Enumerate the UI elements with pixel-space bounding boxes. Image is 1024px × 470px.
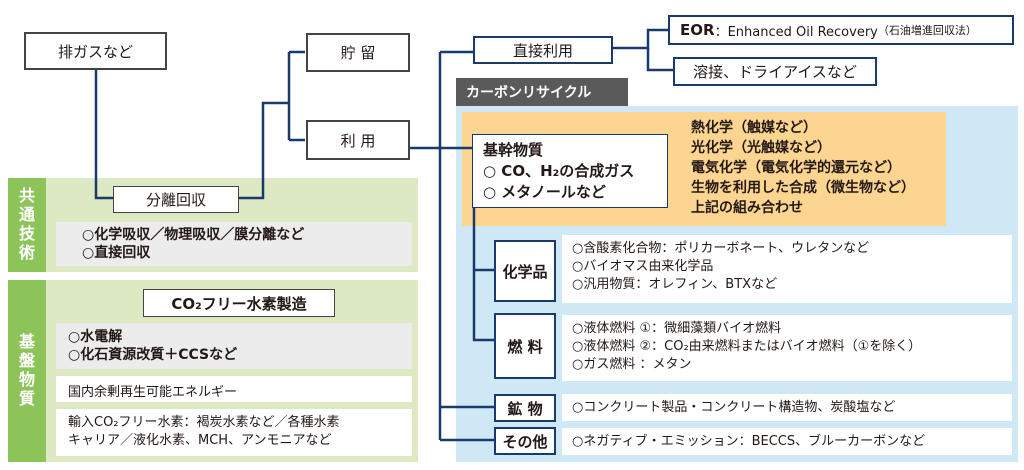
category-label-text: 化学品 xyxy=(502,262,548,281)
category-item: ○含酸素化合物：ポリカーボネート、ウレタンなど xyxy=(572,241,870,256)
category-label-minerals: 鉱 物 xyxy=(494,394,556,422)
basic-material-box: 基幹物質 ○ CO、H₂の合成ガス ○ メタノールなど xyxy=(472,134,668,208)
h2-production-list: ○水電解 ○化石資源改質＋CCSなど xyxy=(56,323,412,369)
category-item: ○ネガティブ・エミッション：BECCS、ブルーカーボンなど xyxy=(572,434,926,449)
eor-note: （石油増進回収法） xyxy=(877,24,977,37)
category-row-other: ○ネガティブ・エミッション：BECCS、ブルーカーボンなど xyxy=(562,428,1012,455)
utilization-label: 利 用 xyxy=(340,131,376,150)
separation-box: 分離回収 xyxy=(113,186,239,213)
category-item: ○液体燃料 ②：CO₂由来燃料またはバイオ燃料（①を除く） xyxy=(572,339,922,354)
carbon-recycle-header: カーボンリサイクル xyxy=(456,78,628,106)
base-material-side-label: 基盤物質 xyxy=(8,280,46,462)
separation-label: 分離回収 xyxy=(145,191,206,209)
exhaust-label: 排ガスなど xyxy=(57,42,133,61)
exhaust-box: 排ガスなど xyxy=(24,32,167,70)
category-label-text: 鉱 物 xyxy=(507,399,543,418)
method-item: 上記の組み合わせ xyxy=(691,200,803,216)
basic-material-title: 基幹物質 xyxy=(483,141,544,159)
methods-list: 熱化学（触媒など） 光化学（光触媒など） 電気化学（電気化学的還元など） 生物を… xyxy=(691,118,951,218)
method-item: 熱化学（触媒など） xyxy=(691,120,817,136)
common-tech-item: ○化学吸収／物理吸収／膜分離など xyxy=(82,227,305,243)
category-label-other: その他 xyxy=(494,427,556,455)
category-item: ○ガス燃料 ：メタン xyxy=(572,357,692,372)
eor-abbrev: EOR xyxy=(680,21,715,39)
category-label-text: その他 xyxy=(502,432,548,451)
category-label-fuel: 燃 料 xyxy=(494,313,556,379)
common-tech-list: ○化学吸収／物理吸収／膜分離など ○直接回収 xyxy=(56,222,412,266)
renewable-box: 国内余剰再生可能エネルギー xyxy=(56,376,412,402)
category-label-text: 燃 料 xyxy=(507,337,543,356)
renewable-text: 国内余剰再生可能エネルギー xyxy=(68,385,238,400)
welding-label: 溶接、ドライアイスなど xyxy=(693,63,857,81)
h2-item: ○化石資源改質＋CCSなど xyxy=(68,347,238,363)
method-item: 生物を利用した合成（微生物など） xyxy=(691,180,915,196)
common-tech-side-label: 共通技術 xyxy=(8,178,46,272)
eor-full-name: ：Enhanced Oil Recovery xyxy=(714,24,878,40)
direct-use-label: 直接利用 xyxy=(512,41,573,60)
import-h2-box: 輸入CO₂フリー水素：褐炭水素など／各種水素 キャリア／液化水素、MCH、アンモ… xyxy=(56,409,412,456)
h2-production-box: CO₂フリー水素製造 xyxy=(143,289,335,317)
import-h2-line: 輸入CO₂フリー水素：褐炭水素など／各種水素 xyxy=(68,415,340,430)
eor-box: EOR ：Enhanced Oil Recovery （石油増進回収法） xyxy=(668,15,1014,45)
h2-item: ○水電解 xyxy=(68,329,123,345)
category-row-fuel: ○液体燃料 ①：微細藻類バイオ燃料 ○液体燃料 ②：CO₂由来燃料またはバイオ燃… xyxy=(562,315,1012,381)
method-item: 電気化学（電気化学的還元など） xyxy=(691,160,901,176)
category-item: ○コンクリート製品・コンクリート構造物、炭酸塩など xyxy=(572,400,896,415)
utilization-box: 利 用 xyxy=(306,120,410,160)
basic-material-item: ○ メタノールなど xyxy=(483,183,606,201)
common-tech-item: ○直接回収 xyxy=(82,245,151,261)
import-h2-line: キャリア／液化水素、MCH、アンモニアなど xyxy=(68,433,332,448)
category-label-chemicals: 化学品 xyxy=(494,240,556,302)
category-item: ○液体燃料 ①：微細藻類バイオ燃料 xyxy=(572,321,782,336)
common-tech-side-text: 共通技術 xyxy=(19,186,36,262)
carbon-recycle-title: カーボンリサイクル xyxy=(466,85,592,101)
storage-box: 貯 留 xyxy=(306,33,410,72)
category-row-minerals: ○コンクリート製品・コンクリート構造物、炭酸塩など xyxy=(562,394,1012,421)
basic-material-item: ○ CO、H₂の合成ガス xyxy=(483,162,635,180)
storage-label: 貯 留 xyxy=(340,44,376,62)
category-item: ○バイオマス由来化学品 xyxy=(572,259,714,274)
welding-box: 溶接、ドライアイスなど xyxy=(673,57,877,86)
method-item: 光化学（光触媒など） xyxy=(691,140,831,156)
base-material-side-text: 基盤物質 xyxy=(19,332,36,408)
h2-production-title: CO₂フリー水素製造 xyxy=(171,294,307,313)
category-row-chemicals: ○含酸素化合物：ポリカーボネート、ウレタンなど ○バイオマス由来化学品 ○汎用物… xyxy=(562,235,1012,303)
direct-use-box: 直接利用 xyxy=(473,36,613,64)
category-item: ○汎用物質：オレフィン、BTXなど xyxy=(572,277,778,292)
